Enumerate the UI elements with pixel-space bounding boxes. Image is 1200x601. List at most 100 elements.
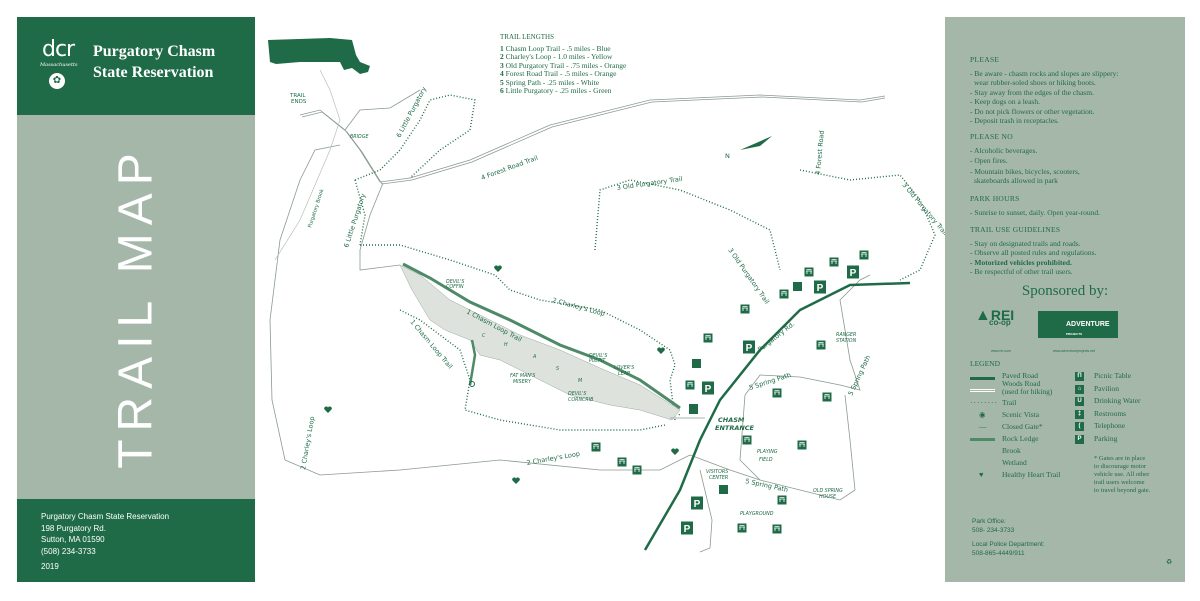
purgatory-road xyxy=(643,281,911,551)
title-line-2: State Reservation xyxy=(93,64,214,81)
address-phone: (508) 234-3733 xyxy=(41,546,96,556)
rule-item: skateboards allowed in park xyxy=(974,176,1058,185)
adventure-projects-url[interactable]: www.adventureprojects.net xyxy=(1053,349,1096,353)
drinking-water-icon xyxy=(793,282,802,291)
parking-icon: P xyxy=(1075,434,1084,444)
woods-roads xyxy=(269,89,886,553)
legend-heading: LEGEND xyxy=(970,359,1000,368)
address-street: 198 Purgatory Rd. xyxy=(41,523,106,533)
label-devils-pulpit: PULPIT xyxy=(589,358,606,364)
label-lovers-leap: LOVER'S xyxy=(614,365,634,371)
rule-item: - Be aware - chasm rocks and slopes are … xyxy=(970,68,1119,78)
vertical-title-block: TRAIL MAP xyxy=(17,115,255,499)
legend-closed-gate: Closed Gate* xyxy=(1002,422,1043,431)
rule-item: - Alcoholic beverages. xyxy=(970,145,1038,155)
label-purgatory-brook: Purgatory Brook xyxy=(307,188,325,228)
trail-lengths-heading: TRAIL LENGTHS xyxy=(500,33,554,41)
label-old-spring-house: OLD SPRING xyxy=(813,488,843,494)
drinking-water-icon: U xyxy=(1075,396,1084,406)
trail-length-item: 2 Charley's Loop - 1.0 miles - Yellow xyxy=(500,52,613,61)
label-ranger-station: STATION xyxy=(836,338,857,344)
rule-item: - Open fires. xyxy=(970,156,1008,165)
restrooms-icon: ‡ xyxy=(1075,409,1084,419)
telephone-icon xyxy=(689,404,698,414)
label-old-purgatory: 3 Old Purgatory Trail xyxy=(900,181,949,237)
trails xyxy=(354,94,936,431)
rock-ledge xyxy=(402,262,681,410)
paved-road-swatch xyxy=(970,376,995,380)
rei-url[interactable]: www.rei.com xyxy=(991,349,1011,353)
label-old-purgatory: 3 Old Purgatory Trail xyxy=(616,175,683,192)
legend-picnic-table: Picnic Table xyxy=(1094,371,1132,380)
label-devils-corncrib: CORNCRIB xyxy=(568,397,593,403)
trail-lengths: TRAIL LENGTHS 1 Chasm Loop Trail - .5 mi… xyxy=(500,33,626,96)
trail-length-item: 3 Old Purgatory Trail - .75 miles - Oran… xyxy=(500,60,627,70)
legend-restrooms: Restrooms xyxy=(1094,409,1127,418)
legend-rock-ledge: Rock Ledge xyxy=(1002,434,1039,443)
label-playing-field: PLAYING xyxy=(757,449,778,455)
label-visitors-center: CENTER xyxy=(709,475,728,481)
picnic-table-icon: Π xyxy=(1075,371,1084,381)
dcr-logo-sub: Massachusetts xyxy=(40,62,78,68)
legend-telephone: Telephone xyxy=(1094,421,1126,430)
rule-item: - Sunrise to sunset, daily. Open year-ro… xyxy=(970,207,1100,217)
label-charleys-loop: 2 Charley's Loop xyxy=(526,450,581,467)
address-block: Purgatory Chasm State Reservation 198 Pu… xyxy=(17,499,255,582)
guidelines-section: TRAIL USE GUIDELINES - Stay on designate… xyxy=(970,225,1096,277)
label-devils-coffin: COFFIN xyxy=(446,284,464,290)
trail-length-item: 4 Forest Road Trail - .5 miles - Orange xyxy=(500,69,617,78)
info-panel: PLEASE - Be aware - chasm rocks and slop… xyxy=(945,17,1185,582)
label-ranger-station: RANGER xyxy=(836,332,856,338)
label-purgatory-rd: Purgatory Rd. xyxy=(756,320,796,354)
police-department: Local Police Department:508-865-4449/911 xyxy=(972,541,1045,557)
legend-woods-road: Woods Road xyxy=(1002,379,1041,388)
label-fat-mans-misery: FAT MAN'S xyxy=(510,373,535,379)
label-devils-coffin: DEVIL'S xyxy=(446,279,464,285)
rule-item: wear rubber-soled shoes or hiking boots. xyxy=(974,78,1096,87)
label-chasm-entrance: CHASM xyxy=(718,416,745,424)
rule-item: - Stay away from the edges of the chasm. xyxy=(970,87,1094,97)
scenic-vista-icon: ◉ xyxy=(979,410,986,419)
pavilion-icon: ⌂ xyxy=(1075,384,1084,394)
label-fat-mans-misery: MISERY xyxy=(513,379,532,385)
rule-item: - Keep dogs on a leash. xyxy=(970,97,1040,106)
legend-drinking-water: Drinking Water xyxy=(1094,396,1141,405)
leaf-icon: ✿ xyxy=(49,73,65,89)
address-year: 2019 xyxy=(41,562,59,571)
label-bridge: BRIDGE xyxy=(350,134,369,140)
rock-ledge-2 xyxy=(468,339,477,386)
please-heading: PLEASE xyxy=(970,55,1000,64)
label-lovers-leap: LEAP xyxy=(618,371,630,377)
rule-item: - Be respectful of other trail users. xyxy=(970,267,1073,276)
trail-length-item: 5 Spring Path - .25 miles - White xyxy=(500,77,600,87)
rule-item: - Observe all posted rules and regulatio… xyxy=(970,248,1097,257)
label-old-spring-house: HOUSE xyxy=(819,494,837,500)
recycle-icon: ♻ xyxy=(1166,558,1173,566)
please-no-heading: PLEASE NO xyxy=(970,132,1013,141)
hours-heading: PARK HOURS xyxy=(970,194,1020,203)
trail-length-item: 1 Chasm Loop Trail - .5 miles - Blue xyxy=(500,43,611,53)
closed-gate-icon: — xyxy=(979,422,987,431)
label-devils-pulpit: DEVIL'S xyxy=(589,353,607,359)
guidelines-heading: TRAIL USE GUIDELINES xyxy=(970,225,1061,234)
legend-woods-road-note: (used for hiking) xyxy=(1002,387,1053,396)
label-spring-path: 5 Spring Path xyxy=(745,477,789,494)
park-office: Park Office:508- 234-3733 xyxy=(972,518,1015,534)
restrooms-icon xyxy=(719,485,728,494)
rule-item: - Motorized vehicles prohibited. xyxy=(970,257,1072,267)
legend-pavilion: Pavilion xyxy=(1094,384,1120,393)
label-north: N xyxy=(725,152,730,160)
drinking-water-icon xyxy=(692,359,701,368)
chasm-letter: M xyxy=(578,378,583,384)
legend-scenic-vista: Scenic Vista xyxy=(1002,410,1040,419)
legend-paved-road: Paved Road xyxy=(1002,371,1039,380)
chasm-letter: H xyxy=(504,342,508,348)
heart-icon: ♥ xyxy=(979,470,984,479)
telephone-icon: ( xyxy=(1075,421,1084,431)
scenic-vista-icon xyxy=(469,381,475,387)
